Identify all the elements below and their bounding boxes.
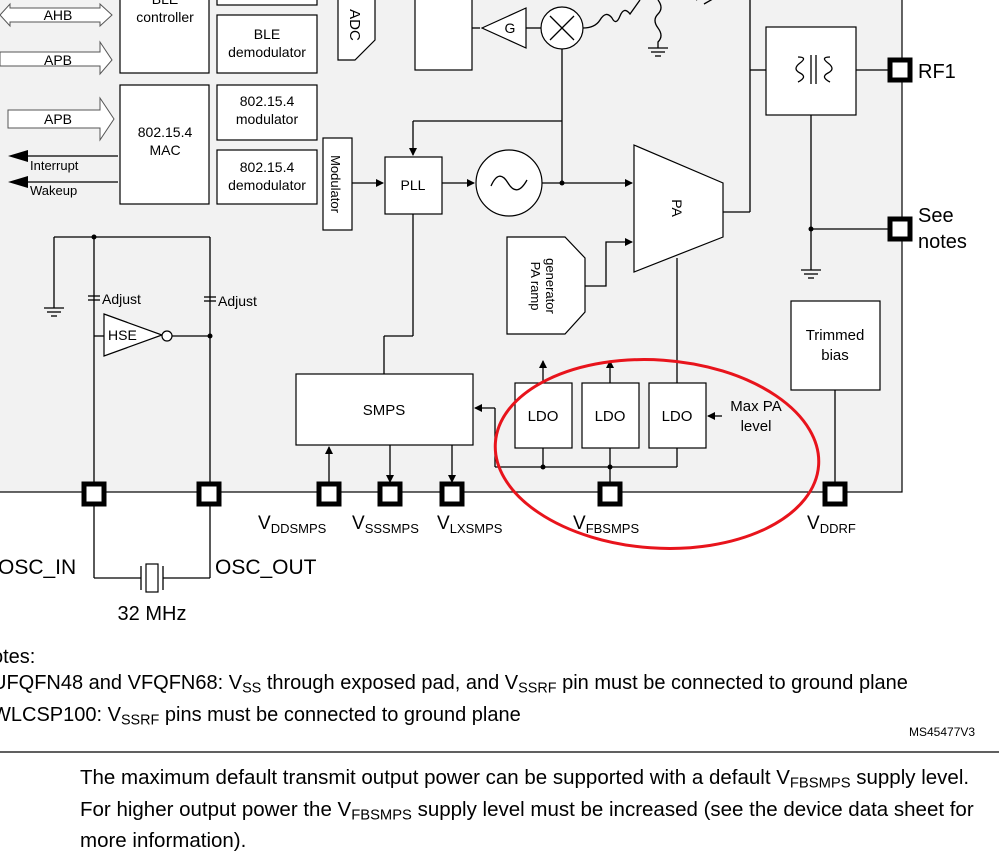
lna-coil-symbol xyxy=(582,0,641,29)
bus-label-apb-1: APB xyxy=(44,52,72,68)
pad-vddsmps xyxy=(316,481,342,507)
wakeup-label: Wakeup xyxy=(30,183,77,198)
hse-buffer xyxy=(103,313,164,357)
pad-rf1 xyxy=(887,57,913,83)
pin-label-rf1: RF1 xyxy=(918,61,956,83)
pa-ramp-generator-block xyxy=(506,236,586,335)
figure-reference: MS45477V3 xyxy=(909,725,976,739)
ble-demod-label-2: demodulator xyxy=(228,44,306,60)
adc-label: ADC xyxy=(346,9,363,41)
pa-block xyxy=(633,144,724,273)
mac-block xyxy=(119,84,210,205)
pin-label-see-notes-1: See xyxy=(918,205,954,227)
interrupt-arrow: Interrupt xyxy=(8,150,118,173)
adjust-label-right: Adjust xyxy=(218,293,257,309)
bus-arrow-ahb: AHB xyxy=(0,2,113,28)
demod154-label-1: 802.15.4 xyxy=(240,159,295,175)
adjust-label-left: Adjust xyxy=(102,291,141,307)
notes-title: otes: xyxy=(0,646,36,668)
vco-symbol xyxy=(475,149,543,217)
demodulator-154-block xyxy=(216,149,318,205)
bus-arrow-apb-2: APB xyxy=(7,96,115,142)
pa-ramp-label-2: generator xyxy=(543,258,558,314)
pin-label-vddrf: VDDRF xyxy=(807,513,856,536)
ble-demodulator-block xyxy=(216,14,318,74)
trimmed-bias-block xyxy=(790,300,881,391)
ldo-label-1: LDO xyxy=(528,408,559,425)
trimmed-bias-label-2: bias xyxy=(821,347,849,364)
pad-vsssmps xyxy=(377,481,403,507)
trimmed-bias-label-1: Trimmed xyxy=(806,327,865,344)
pin-label-vfbsmps: VFBSMPS xyxy=(573,513,639,536)
crystal-frequency-label: 32 MHz xyxy=(118,603,187,625)
ldo-block-2 xyxy=(581,382,640,449)
demod154-label-2: demodulator xyxy=(228,177,306,193)
bus-label-apb-2: APB xyxy=(44,111,72,127)
pin-label-see-notes-2: notes xyxy=(918,231,967,253)
ble-demod-label-1: BLE xyxy=(254,26,280,42)
pad-vddrf xyxy=(822,481,848,507)
mac-label-1: 802.15.4 xyxy=(138,124,193,140)
hse-label: HSE xyxy=(108,327,137,343)
pad-osc-in xyxy=(81,481,107,507)
gain-label: G xyxy=(505,20,516,36)
figure-notes: otes: UFQFN48 and VFQFN68: VSS through e… xyxy=(0,644,908,733)
pin-label-vsssmps: VSSSMPS xyxy=(352,513,419,536)
smps-label: SMPS xyxy=(363,402,406,419)
notes-line-1: UFQFN48 and VFQFN68: VSS through exposed… xyxy=(0,672,908,697)
bus-arrow-apb-1: APB xyxy=(0,40,113,76)
pad-vlxsmps xyxy=(439,481,465,507)
bus-label-ahb: AHB xyxy=(44,7,73,23)
pa-ramp-label-1: PA ramp xyxy=(528,262,543,311)
highlight-ellipse xyxy=(493,358,821,550)
pad-see-notes xyxy=(887,216,913,242)
ldo-label-3: LDO xyxy=(662,408,693,425)
pad-osc-out xyxy=(196,481,222,507)
ble-controller-block xyxy=(119,0,210,74)
top-partial-block xyxy=(216,0,318,6)
ldo-label-2: LDO xyxy=(595,408,626,425)
osc-in-label: OSC_IN xyxy=(0,556,76,579)
mac-label-2: MAC xyxy=(149,142,180,158)
max-pa-label-1: Max PA xyxy=(730,398,781,415)
pin-label-vddsmps: VDDSMPS xyxy=(258,513,327,536)
modulator-block xyxy=(322,137,353,231)
mod154-label-1: 802.15.4 xyxy=(240,93,295,109)
rx-filter-block xyxy=(414,0,473,71)
max-pa-label-2: level xyxy=(741,418,772,435)
pad-vfbsmps xyxy=(597,481,623,507)
pa-label: PA xyxy=(669,199,685,217)
crystal-symbol xyxy=(145,563,159,593)
ldo-block-3 xyxy=(648,382,707,449)
pll-label: PLL xyxy=(401,177,426,193)
pin-label-vlxsmps: VLXSMPS xyxy=(437,513,503,536)
body-paragraph: The maximum default transmit output powe… xyxy=(80,766,974,853)
modulator-154-block xyxy=(216,84,318,141)
mod154-label-2: modulator xyxy=(236,111,299,127)
modulator-label: Modulator xyxy=(328,155,343,213)
pll-block xyxy=(384,156,443,215)
adc-block xyxy=(337,0,376,61)
ble-controller-label-2: controller xyxy=(136,9,194,25)
osc-out-label: OSC_OUT xyxy=(215,556,317,579)
smps-block xyxy=(295,373,474,446)
interrupt-label: Interrupt xyxy=(30,158,79,173)
notes-line-2: WLCSP100: VSSRF pins must be connected t… xyxy=(0,703,521,729)
ble-controller-label-1: BLE xyxy=(152,0,178,7)
wakeup-arrow: Wakeup xyxy=(8,176,118,198)
